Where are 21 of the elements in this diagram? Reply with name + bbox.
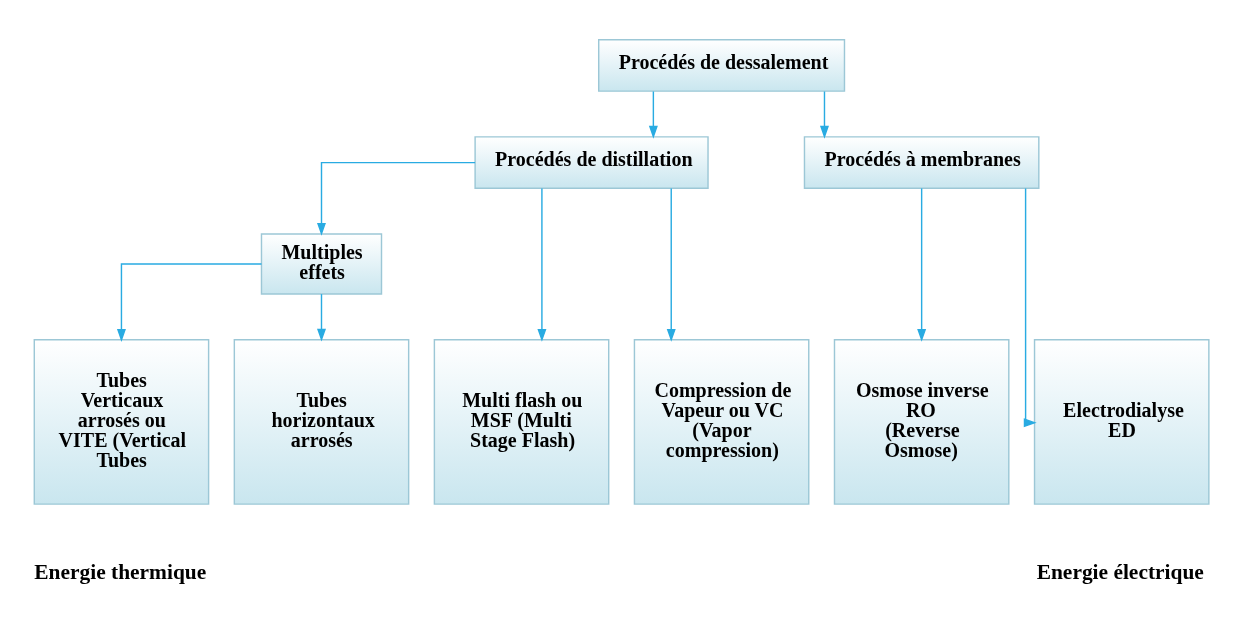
node-box: Multiples effets	[260, 233, 383, 295]
arrow	[917, 187, 927, 342]
node-box: Electrodialyse ED	[1033, 339, 1210, 505]
arrow	[537, 187, 547, 342]
arrow	[317, 161, 476, 236]
arrow	[116, 263, 263, 342]
node-box: Procédés à membranes	[803, 136, 1040, 190]
node-box: Osmose inverse RO (Reverse Osmose)	[833, 339, 1010, 505]
node-box: Multi flash ou MSF (Multi Stage Flash)	[433, 339, 610, 505]
node-box: Procédés de distillation	[474, 136, 709, 190]
arrow	[819, 90, 829, 139]
arrow	[317, 293, 326, 342]
node-box: Compression de Vapeur ou VC (Vapor compression)	[633, 339, 810, 505]
arrow	[648, 90, 658, 139]
node-box: Procédés de dessalement	[598, 39, 846, 92]
label: Energie thermique	[34, 560, 207, 585]
node-box: Tubes horizontaux arrosés	[233, 339, 410, 505]
label: Energie électrique	[1036, 560, 1204, 585]
arrow	[666, 187, 676, 342]
node-box: Tubes Verticaux arrosés ou VITE (Vertical Tubes	[33, 339, 210, 505]
arrow	[1023, 187, 1037, 428]
